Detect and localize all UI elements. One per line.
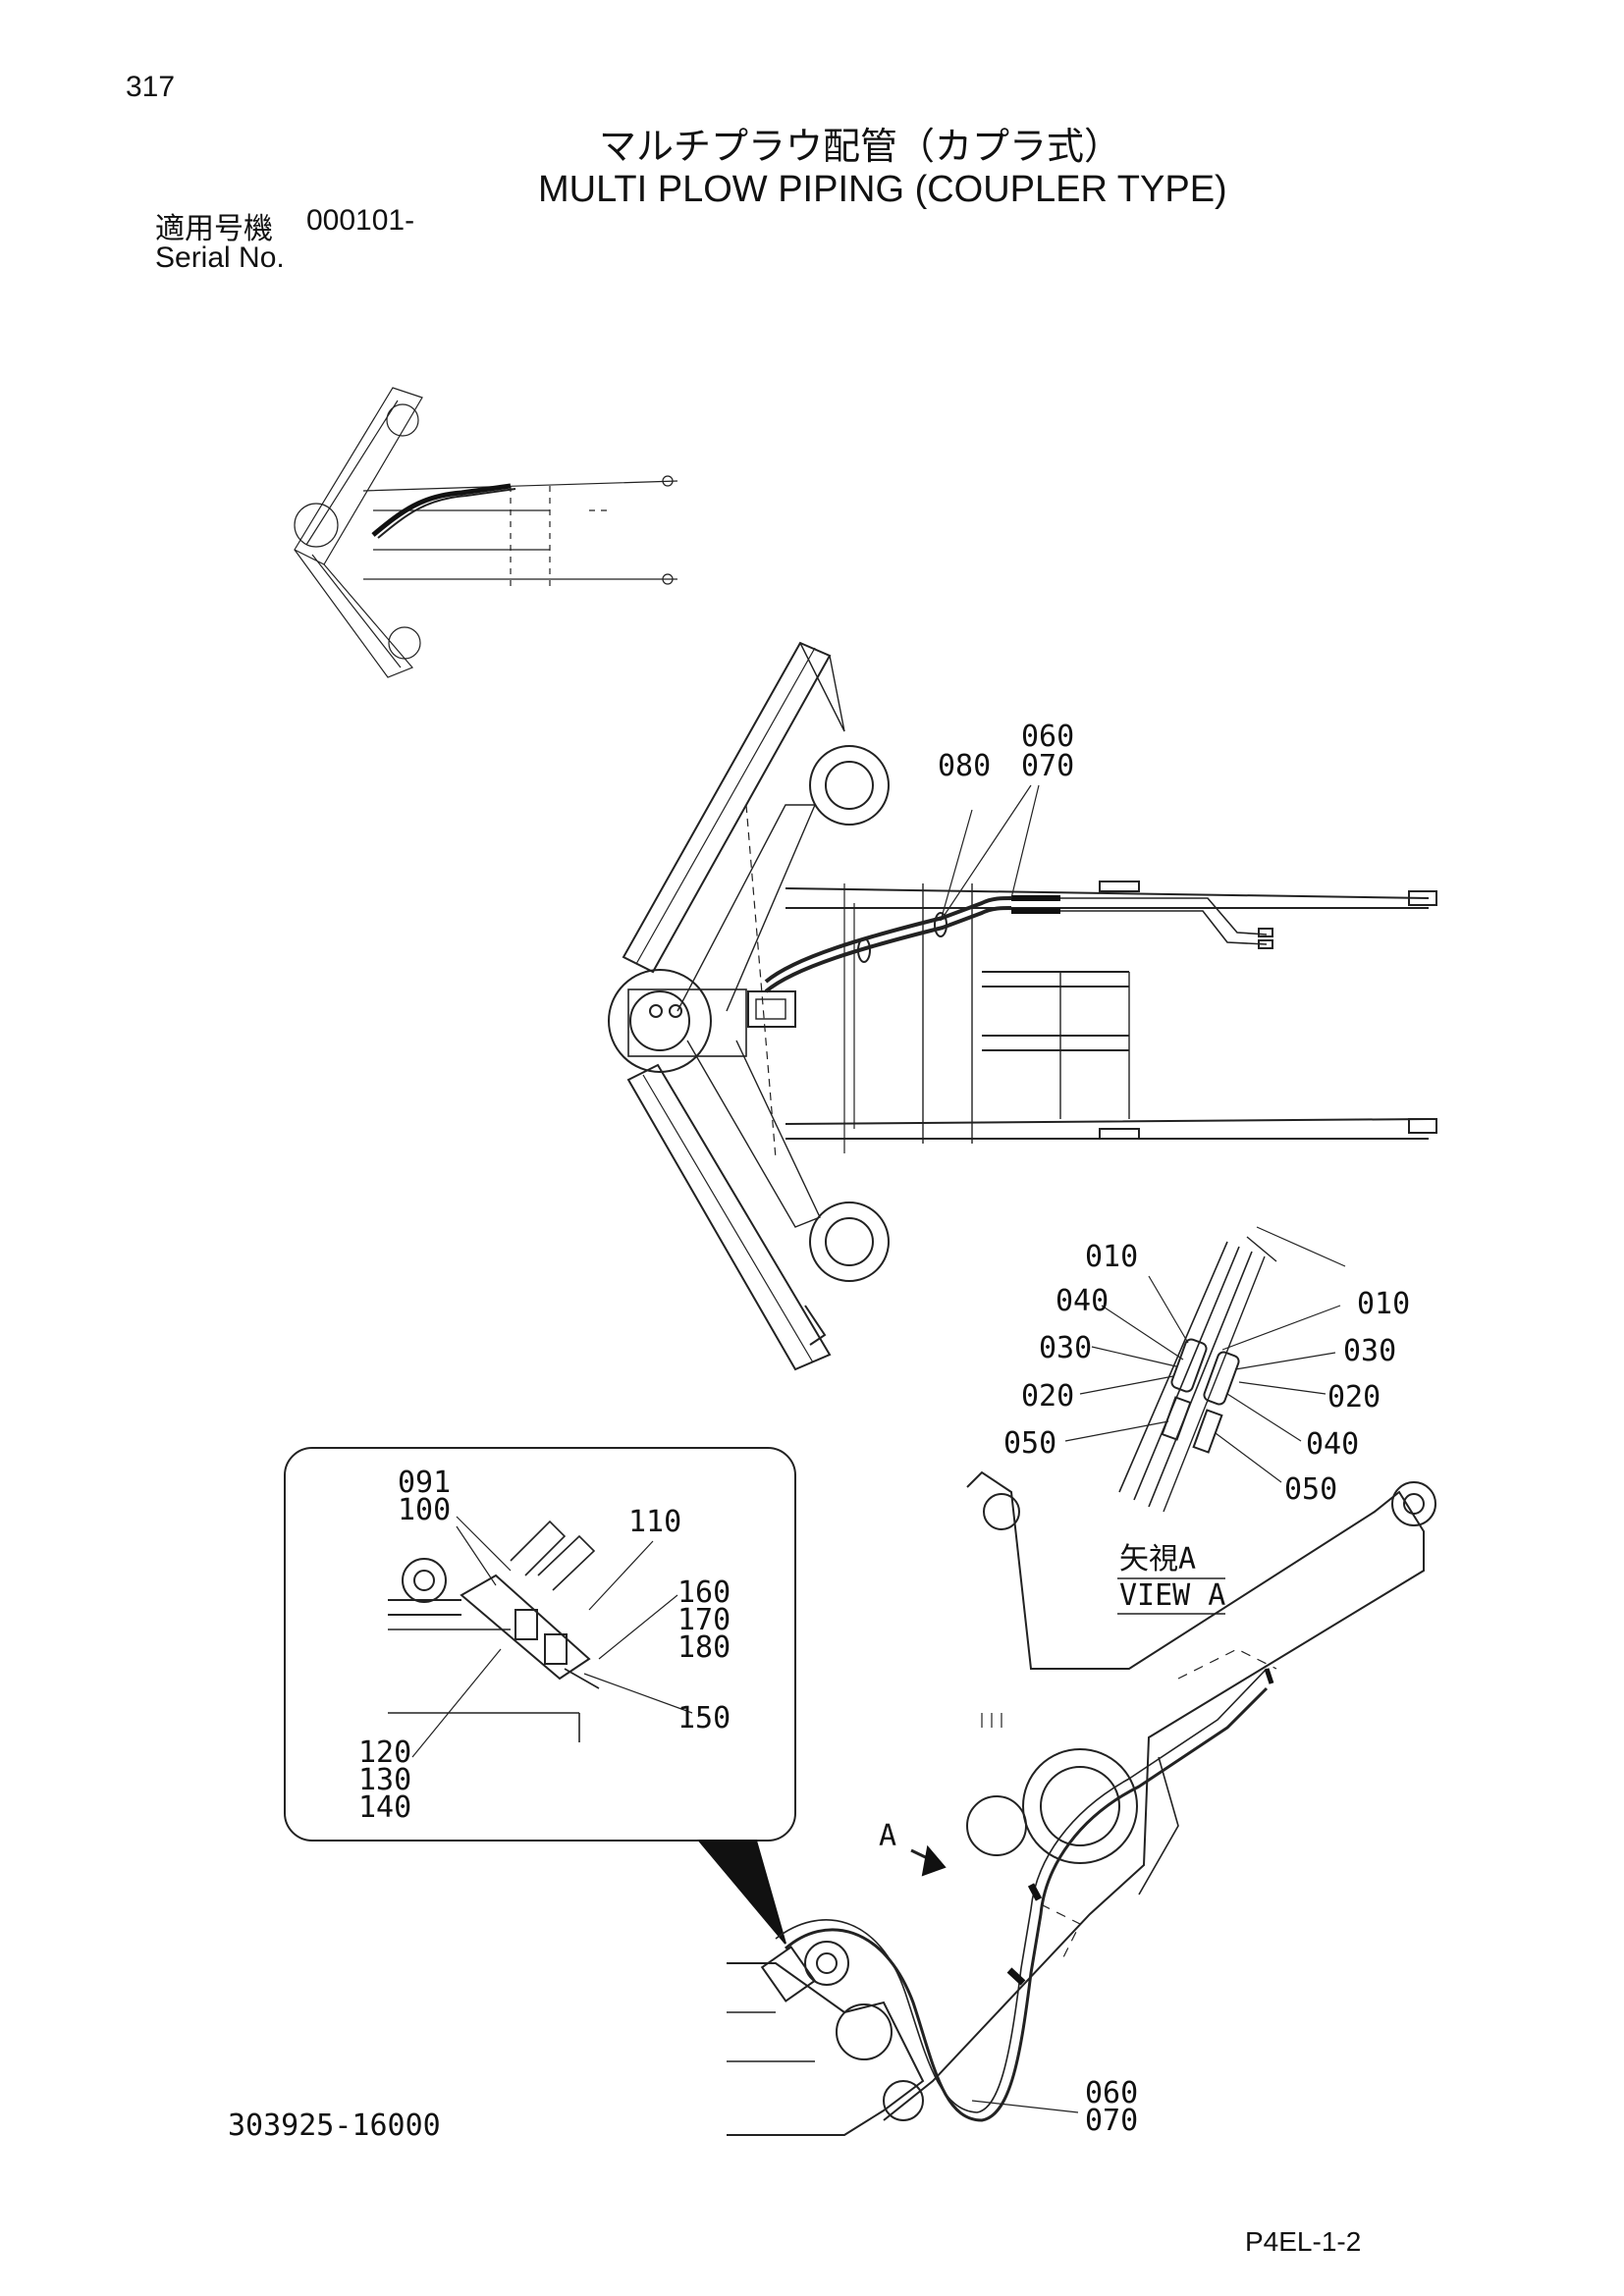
callout-040-left: 040 <box>1056 1284 1109 1318</box>
callout-140: 140 <box>358 1790 411 1825</box>
callout-060: 060 <box>1021 720 1074 754</box>
callout-130: 130 <box>358 1763 411 1797</box>
detail-pointer <box>696 1840 786 1945</box>
detail-box <box>284 1447 796 1842</box>
title-english: MULTI PLOW PIPING (COUPLER TYPE) <box>538 169 1227 210</box>
page-reference: P4EL-1-2 <box>1245 2226 1362 2257</box>
callout-050-right: 050 <box>1284 1472 1337 1507</box>
callout-100: 100 <box>398 1493 451 1527</box>
view-a-drawing <box>1064 1226 1346 1513</box>
callout-030-left: 030 <box>1039 1331 1092 1365</box>
arrow-a-label: A <box>879 1819 896 1853</box>
callout-labels: 060 070 080 010 040 030 020 050 010 030 … <box>358 720 1410 2138</box>
boom-drawing <box>727 1470 1436 2136</box>
serial-label-japanese: 適用号機 <box>155 212 273 246</box>
view-a-label-jp: 矢視A <box>1119 1542 1196 1576</box>
title-japanese: マルチプラウ配管（カプラ式） <box>599 125 1122 168</box>
callout-050-left: 050 <box>1003 1426 1056 1461</box>
callout-010-left: 010 <box>1085 1240 1138 1274</box>
callout-020-left: 020 <box>1021 1379 1074 1414</box>
serial-value: 000101- <box>306 204 415 237</box>
callout-180: 180 <box>677 1630 731 1665</box>
callout-160: 160 <box>677 1575 731 1610</box>
callout-080: 080 <box>938 749 991 783</box>
callout-091: 091 <box>398 1466 451 1500</box>
callout-060-bottom: 060 <box>1085 2076 1138 2110</box>
callout-070: 070 <box>1021 749 1074 783</box>
view-a-label-en: VIEW A <box>1119 1578 1225 1613</box>
callout-070-bottom: 070 <box>1085 2104 1138 2138</box>
callout-120: 120 <box>358 1735 411 1770</box>
callout-040-right: 040 <box>1306 1427 1359 1462</box>
serial-label-english: Serial No. <box>155 241 285 274</box>
callout-150: 150 <box>677 1701 731 1735</box>
overview-drawing <box>294 387 678 678</box>
main-plow-drawing <box>608 641 1437 1371</box>
callout-170: 170 <box>677 1603 731 1637</box>
callout-030-right: 030 <box>1343 1334 1396 1368</box>
page-number: 317 <box>126 71 176 103</box>
callout-110: 110 <box>628 1505 681 1539</box>
document-number: 303925-16000 <box>228 2109 441 2143</box>
callout-020-right: 020 <box>1327 1380 1380 1415</box>
callout-010-right: 010 <box>1357 1287 1410 1321</box>
